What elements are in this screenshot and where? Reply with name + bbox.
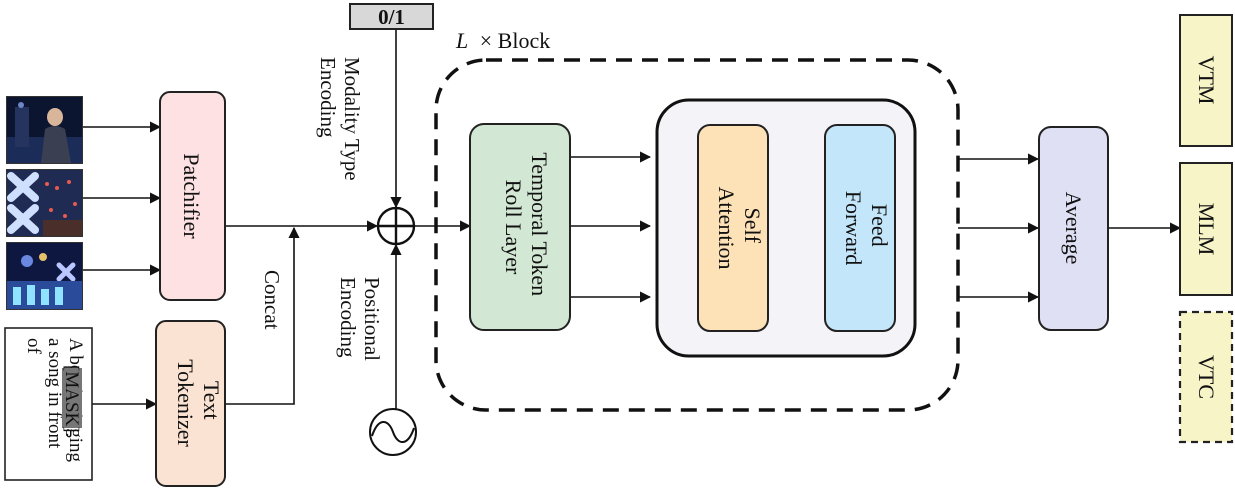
average-label: Average <box>1061 192 1086 265</box>
modality-type-line1: Modality Type <box>340 57 364 181</box>
feed-forward-box <box>824 124 896 332</box>
caption-mask-token: [MASK]. <box>61 365 82 437</box>
mlm-head-label: MLM <box>1194 203 1219 256</box>
block-repeat-label: L × Block <box>455 28 550 53</box>
modality-token-text: 0/1 <box>378 5 405 29</box>
feed-forward-label: Feed Forward <box>841 191 892 266</box>
text-tokenizer-line1: Text <box>199 381 224 420</box>
patchifier-label: Patchifier <box>179 153 204 239</box>
sum-operator-icon <box>376 206 416 246</box>
sinusoid-icon <box>369 408 417 456</box>
vtm-head-box <box>1179 14 1233 147</box>
mlm-head-box <box>1179 162 1233 296</box>
self-attention-line1: Self <box>740 208 765 244</box>
feed-forward-line1: Feed <box>867 204 892 247</box>
temporal-roll-box <box>469 123 571 331</box>
self-attention-box <box>697 124 769 332</box>
vtc-head-box <box>1178 310 1234 444</box>
temporal-roll-line1: Temporal Token <box>527 152 552 296</box>
block-repeat-rest: × Block <box>480 28 550 53</box>
positional-line1: Positional <box>360 277 384 361</box>
self-attention-label: Self Attention <box>714 186 765 269</box>
modality-type-line2: Encoding <box>316 57 340 138</box>
connectors <box>83 29 1182 410</box>
vtm-head-label: VTM <box>1194 56 1219 105</box>
block-repeat-var: L <box>455 28 468 53</box>
modality-type-encoding-label: Modality Type Encoding <box>316 57 364 186</box>
temporal-roll-label: Temporal Token Roll Layer <box>501 152 552 301</box>
video-frame-2 <box>6 169 83 237</box>
caption-line3: of <box>23 338 44 355</box>
text-tokenizer-label: Text Tokenizer <box>173 359 224 447</box>
mask-highlight <box>62 368 82 428</box>
vtc-head-label: VTC <box>1194 355 1219 399</box>
self-attention-line2: Attention <box>714 186 739 269</box>
transformer-block-dashed <box>434 58 960 412</box>
video-frame-3 <box>6 242 83 310</box>
text-tokenizer-line2: Tokenizer <box>173 359 198 447</box>
patchifier-box <box>159 91 226 301</box>
modality-token-box <box>349 3 434 30</box>
line-tokenizer-concat <box>225 226 300 405</box>
video-frame-1 <box>6 96 83 164</box>
positional-line2: Encoding <box>336 277 360 358</box>
temporal-roll-line2: Roll Layer <box>501 180 526 275</box>
concat-label: Concat <box>260 270 284 330</box>
feed-forward-line2: Forward <box>841 191 866 266</box>
caption-line2: a song in front <box>44 338 65 449</box>
text-tokenizer-box <box>155 320 226 487</box>
average-box <box>1038 126 1109 331</box>
positional-encoding-label: Positional Encoding <box>336 277 384 366</box>
